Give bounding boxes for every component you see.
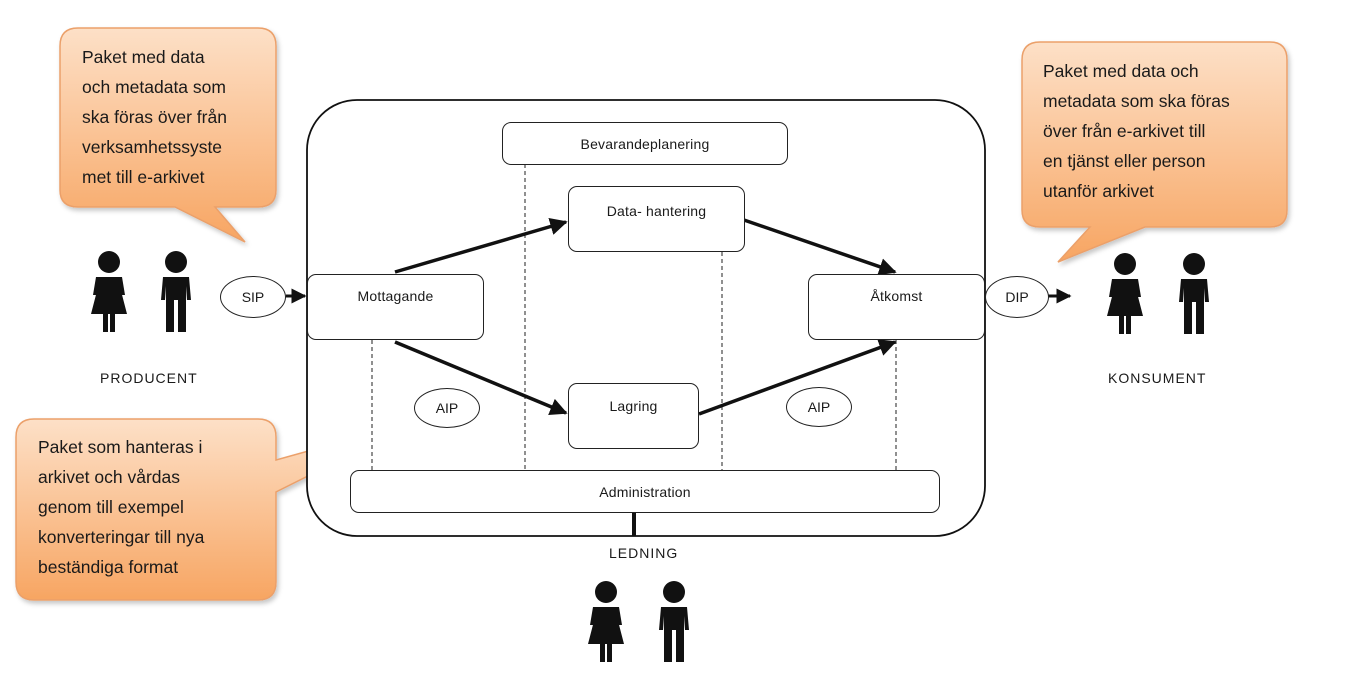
sip-package: SIP (220, 276, 286, 318)
aip-package-access: AIP (786, 387, 852, 427)
arrow-ingest-to-storage (394, 340, 568, 416)
woman-icon (1107, 253, 1143, 334)
producer-label: PRODUCENT (100, 370, 198, 386)
consumer-label: KONSUMENT (1108, 370, 1207, 386)
producer-callout-text: Paket med data och metadata som ska föra… (82, 47, 227, 187)
woman-icon (91, 251, 127, 332)
arrow-ingest-to-data-management (394, 218, 568, 274)
dip-package: DIP (985, 276, 1049, 318)
man-icon (1179, 253, 1209, 334)
administration-box: Administration (350, 470, 940, 513)
aip-callout-text: Paket som hanteras i arkivet och vårdas … (38, 437, 205, 577)
storage-box: Lagring (568, 383, 699, 449)
producer-callout-bubble (59, 27, 277, 243)
arrow-data-management-to-access (743, 218, 897, 276)
data-management-box: Data- hantering (568, 186, 745, 252)
flow-arrows (394, 218, 897, 416)
dashed-separators (371, 164, 897, 470)
man-icon (161, 251, 191, 332)
aip-package-ingest: AIP (414, 388, 480, 428)
preservation-planning-box: Bevarandeplanering (502, 122, 788, 165)
arrow-storage-to-access (698, 339, 897, 416)
management-label: LEDNING (609, 545, 679, 561)
woman-icon (588, 581, 624, 662)
consumer-callout-bubble (1021, 41, 1288, 263)
access-box: Åtkomst (808, 274, 985, 340)
consumer-callout-text: Paket med data och metadata som ska föra… (1043, 61, 1230, 201)
ingest-box: Mottagande (307, 274, 484, 340)
man-icon (659, 581, 689, 662)
